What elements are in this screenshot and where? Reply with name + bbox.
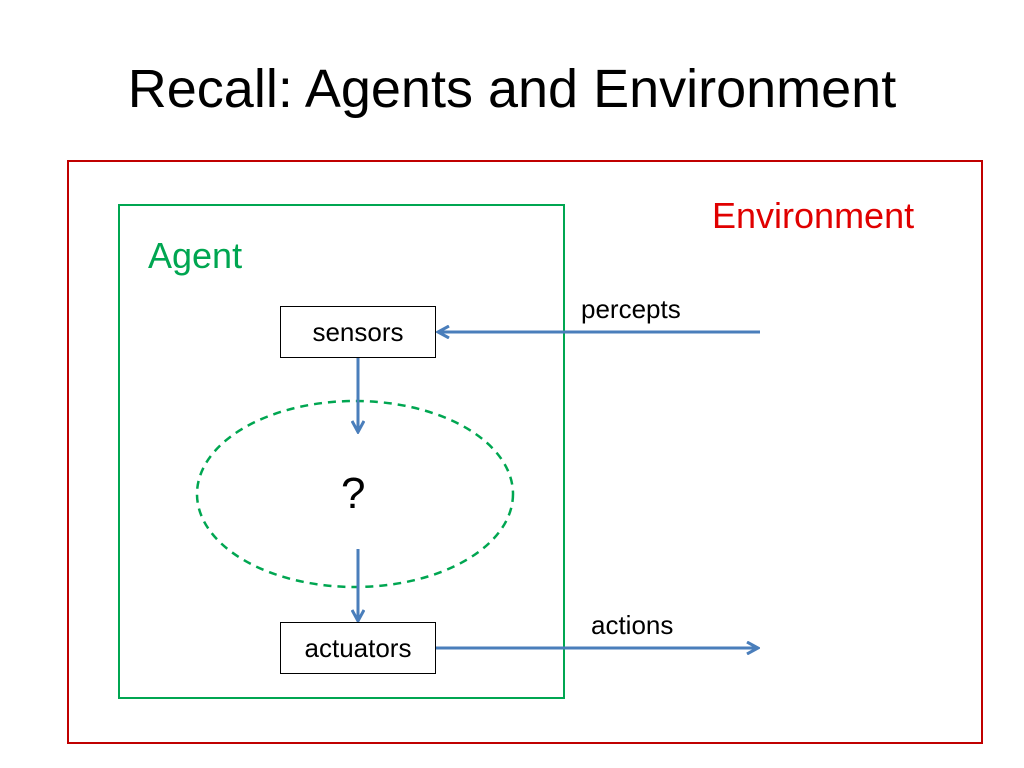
agent-function-question-mark: ? <box>341 469 366 518</box>
actions-label: actions <box>591 610 674 640</box>
agent-label: Agent <box>148 235 243 276</box>
sensors-label: sensors <box>312 316 404 347</box>
environment-box <box>67 160 983 744</box>
actuators-box: actuators <box>280 622 436 674</box>
environment-label: Environment <box>712 195 915 236</box>
slide-title: Recall: Agents and Environment <box>127 59 897 119</box>
sensors-box: sensors <box>280 306 436 358</box>
percepts-label: percepts <box>581 294 681 324</box>
actuators-label: actuators <box>304 632 412 663</box>
agent-box <box>118 204 565 699</box>
